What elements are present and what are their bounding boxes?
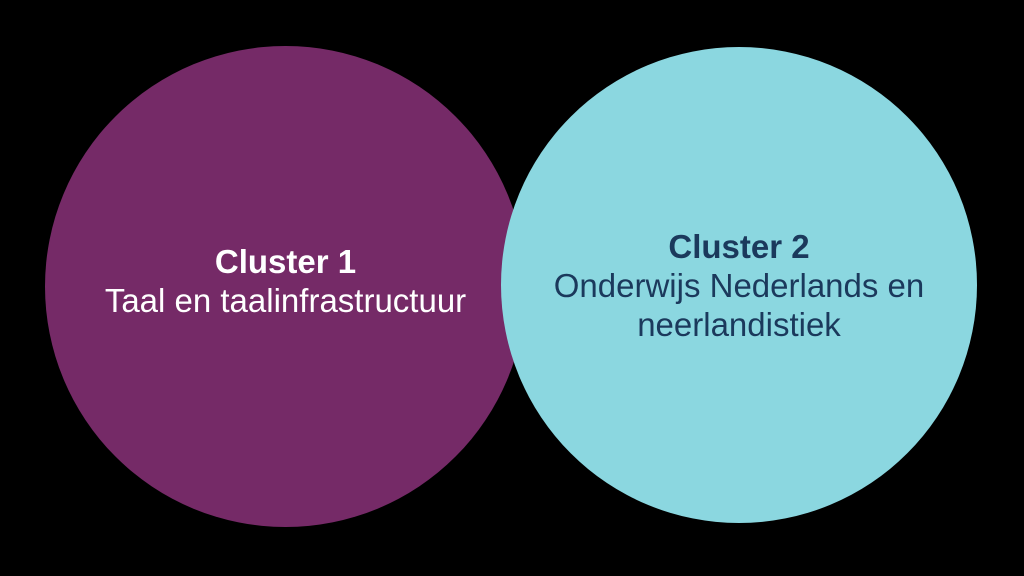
- cluster1-subtitle: Taal en taalinfrastructuur: [104, 281, 467, 319]
- cluster2-circle: Cluster 2 Onderwijs Nederlands en neerla…: [501, 47, 977, 523]
- cluster2-title: Cluster 2: [668, 227, 810, 265]
- cluster1-circle: Cluster 1 Taal en taalinfrastructuur: [45, 46, 526, 527]
- cluster2-text: Cluster 2 Onderwijs Nederlands en neerla…: [534, 227, 944, 344]
- cluster1-text: Cluster 1 Taal en taalinfrastructuur: [81, 242, 491, 320]
- cluster1-title: Cluster 1: [214, 242, 357, 280]
- cluster2-subtitle: Onderwijs Nederlands en neerlandistiek: [553, 266, 925, 343]
